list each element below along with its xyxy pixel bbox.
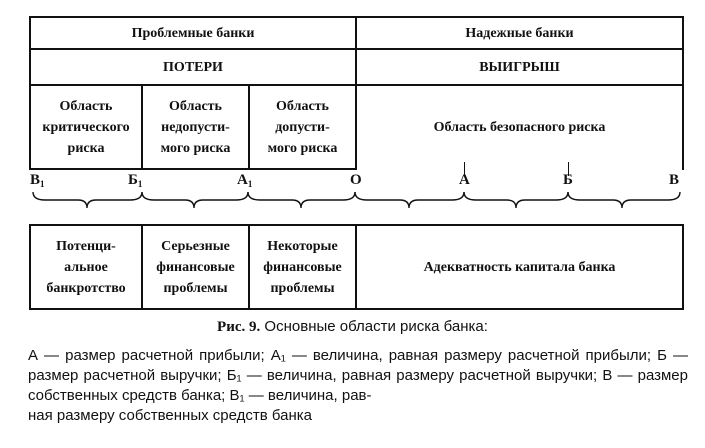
figure-legend: А — размер расчетной прибыли; А₁ — велич… (28, 347, 688, 424)
area-acceptable-risk: Область допусти- мого риска (267, 98, 338, 156)
scale-point-b1: Б1 (128, 172, 143, 189)
brace-critical (32, 191, 143, 209)
scale-point-b: Б (563, 172, 573, 188)
table-divider-vertical (248, 224, 250, 310)
scale-point-a1: А1 (237, 172, 253, 189)
table-divider-vertical (141, 84, 143, 170)
table-border-bottom (29, 168, 355, 170)
scale-point-a: А (459, 172, 470, 188)
scale-point-v1: В1 (30, 172, 45, 189)
figure-title: Основные области риска банка: (260, 318, 488, 335)
scale-tick (464, 162, 465, 176)
table-border-left (29, 16, 31, 170)
scale-tick (568, 162, 569, 176)
header-reliable-banks: Надежные банки (465, 25, 574, 41)
brace-acceptable (247, 191, 356, 209)
brace-unacceptable (141, 191, 249, 209)
cell-capital-adequacy: Адекватность капитала банка (423, 259, 616, 275)
scale-point-v: В (669, 172, 680, 188)
table-border-right (682, 16, 684, 170)
figure-caption: Рис. 9. Основные области риска банка: (0, 318, 705, 336)
table-divider-vertical (355, 16, 357, 170)
cell-serious-problems: Серьезные финансовые проблемы (156, 238, 235, 296)
figure-number: Рис. 9. (217, 319, 261, 335)
table-divider-vertical (141, 224, 143, 310)
scale-point-o: О (350, 172, 362, 188)
header-gain: ВЫИГРЫШ (479, 59, 560, 75)
header-problem-banks: Проблемные банки (131, 25, 255, 41)
cell-bankruptcy: Потенци- альное банкротство (46, 238, 126, 296)
brace-safe-2 (463, 191, 569, 209)
table-border-right (682, 224, 684, 310)
table-divider-vertical (248, 84, 250, 170)
area-unacceptable-risk: Область недопусти- мого риска (160, 98, 231, 156)
table-border-left (29, 224, 31, 310)
area-critical-risk: Область критического риска (42, 98, 130, 156)
header-losses: ПОТЕРИ (163, 59, 223, 75)
brace-safe-3 (567, 191, 681, 209)
area-safe-risk: Область безопасного риска (433, 119, 606, 135)
brace-safe-1 (354, 191, 465, 209)
table-divider-vertical (355, 224, 357, 310)
cell-some-problems: Некоторые финансовые проблемы (263, 238, 342, 296)
scale-braces (32, 191, 681, 209)
